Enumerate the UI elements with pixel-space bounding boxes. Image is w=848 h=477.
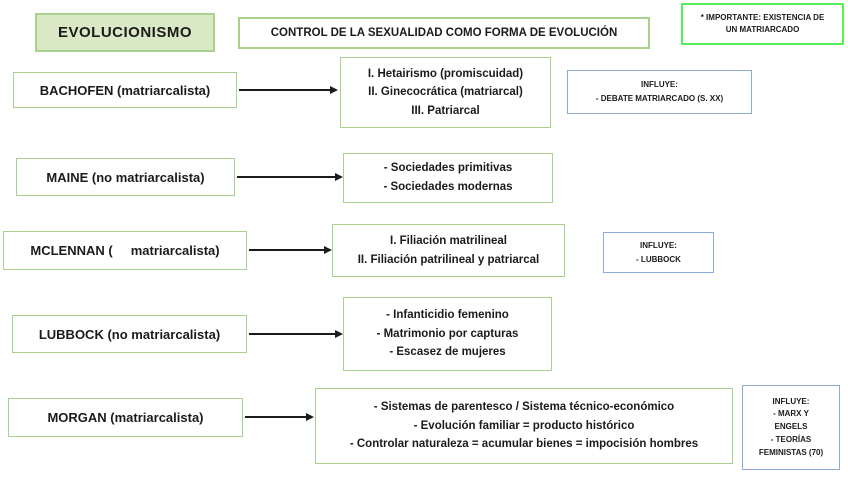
content-line: II. Ginecocrática (matriarcal) xyxy=(368,86,523,99)
content-box-lubbock: - Infanticidio femenino - Matrimonio por… xyxy=(343,297,552,371)
content-line: I. Hetairismo (promiscuidad) xyxy=(367,67,524,80)
influye-item: ENGELS xyxy=(774,422,808,432)
note-line: * IMPORTANTE: EXISTENCIA DE xyxy=(700,13,825,22)
arrow-right-icon xyxy=(249,246,332,253)
arrow-right-icon xyxy=(239,86,338,93)
content-box-bachofen: I. Hetairismo (promiscuidad) II. Ginecoc… xyxy=(340,57,551,128)
arrow-right-icon xyxy=(249,330,343,337)
content-line: - Evolución familiar = producto históric… xyxy=(413,419,635,432)
author-box-mclennan: MCLENNAN ( matriarcalista) xyxy=(3,231,247,270)
content-line: - Infanticidio femenino xyxy=(386,309,509,322)
influye-title: INFLUYE: xyxy=(640,240,677,250)
author-box-morgan: MORGAN (matriarcalista) xyxy=(8,398,243,437)
content-line: - Sociedades primitivas xyxy=(383,162,513,175)
note-line: UN MATRIARCADO xyxy=(725,25,800,34)
arrow-right-icon xyxy=(245,413,314,420)
content-line: - Sistemas de parentesco / Sistema técni… xyxy=(373,401,675,414)
influye-item: FEMINISTAS (70) xyxy=(758,447,824,457)
author-box-maine: MAINE (no matriarcalista) xyxy=(16,158,235,196)
arrow-right-icon xyxy=(237,173,343,180)
influye-item: - MARX Y xyxy=(773,409,809,419)
influye-title: INFLUYE: xyxy=(772,396,810,406)
author-box-lubbock: LUBBOCK (no matriarcalista) xyxy=(12,315,247,353)
content-line: II. Filiación patrilineal y patriarcal xyxy=(357,253,540,266)
diagram-subtitle: CONTROL DE LA SEXUALIDAD COMO FORMA DE E… xyxy=(238,17,650,49)
influye-title: INFLUYE: xyxy=(641,80,678,90)
influye-box-mclennan: INFLUYE: - LUBBOCK xyxy=(603,232,714,273)
content-box-morgan: - Sistemas de parentesco / Sistema técni… xyxy=(315,388,733,464)
content-box-maine: - Sociedades primitivas - Sociedades mod… xyxy=(343,153,553,203)
content-box-mclennan: I. Filiación matrilineal II. Filiación p… xyxy=(332,224,565,277)
content-line: - Escasez de mujeres xyxy=(389,346,506,359)
diagram-title: EVOLUCIONISMO xyxy=(35,13,215,52)
influye-box-morgan: INFLUYE: - MARX Y ENGELS - TEORÍAS FEMIN… xyxy=(742,385,840,470)
content-line: - Controlar naturaleza = acumular bienes… xyxy=(349,438,699,451)
influye-box-bachofen: INFLUYE: - DEBATE MATRIARCADO (S. XX) xyxy=(567,70,752,114)
important-note-box: * IMPORTANTE: EXISTENCIA DE UN MATRIARCA… xyxy=(681,3,844,45)
content-line: - Matrimonio por capturas xyxy=(376,327,519,340)
influye-item: - DEBATE MATRIARCADO (S. XX) xyxy=(595,94,724,103)
content-line: - Sociedades modernas xyxy=(383,181,513,193)
influye-item: - LUBBOCK xyxy=(636,254,681,264)
content-line: III. Patriarcal xyxy=(411,104,480,117)
influye-item: - TEORÍAS xyxy=(770,434,812,444)
content-line: I. Filiación matrilineal xyxy=(390,234,507,247)
author-box-bachofen: BACHOFEN (matriarcalista) xyxy=(13,72,237,108)
